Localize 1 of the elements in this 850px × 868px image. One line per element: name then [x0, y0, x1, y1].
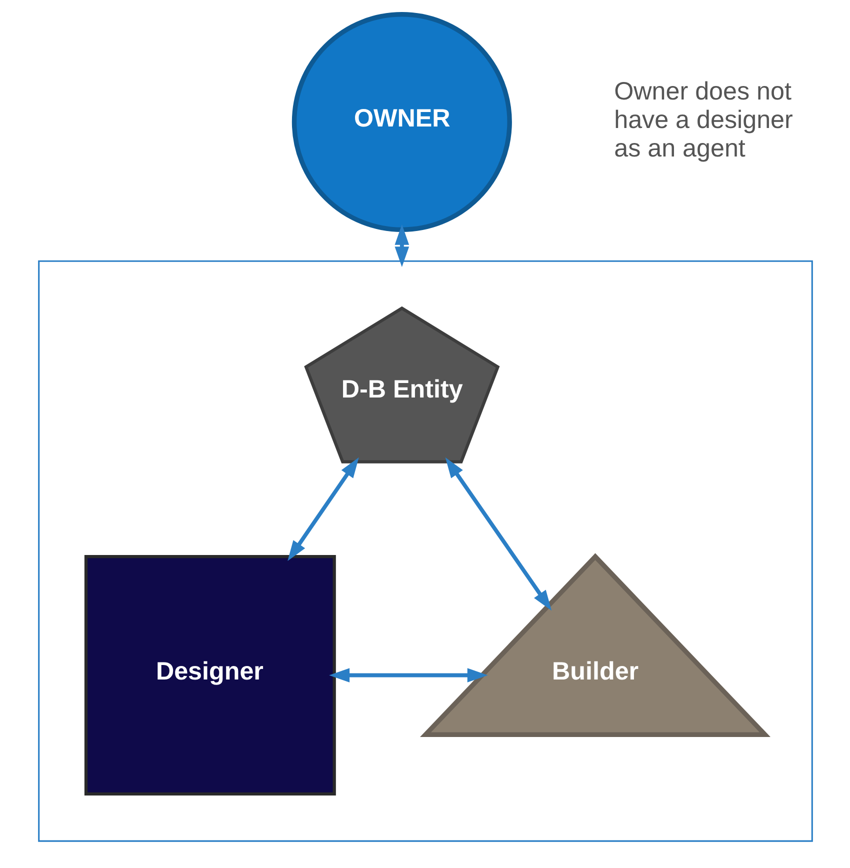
label: Owner does not have a designer as an agent: [614, 78, 792, 162]
